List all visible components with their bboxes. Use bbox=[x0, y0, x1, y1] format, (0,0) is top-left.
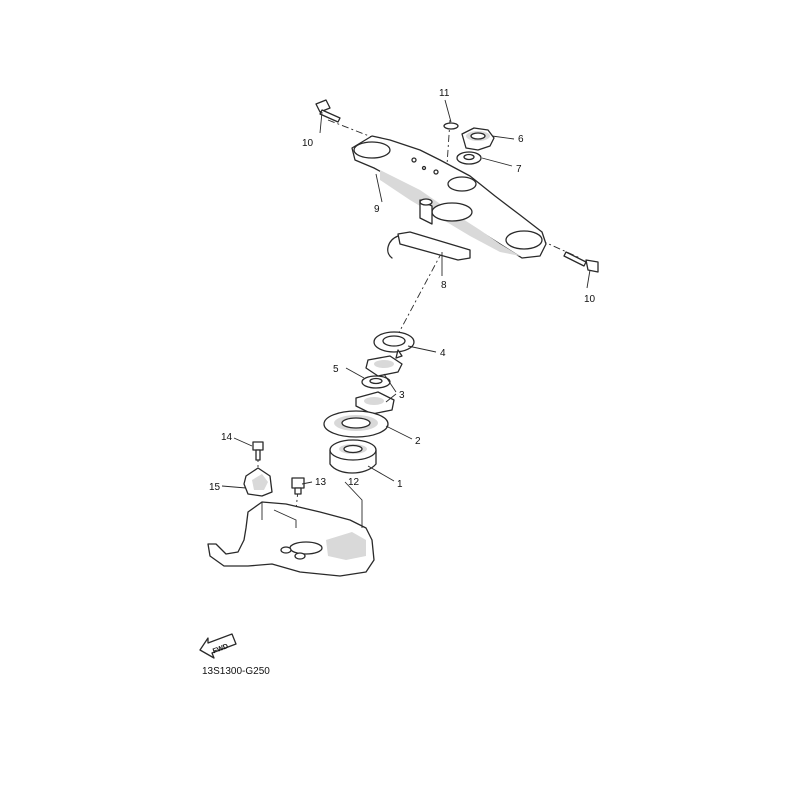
washer-part-7 bbox=[456, 151, 482, 165]
drawing-code: 13S1300-G250 bbox=[202, 666, 270, 677]
callout-13: 13 bbox=[315, 477, 327, 488]
leader-lines bbox=[221, 99, 591, 528]
callout-8: 8 bbox=[441, 280, 447, 291]
callout-12: 12 bbox=[348, 477, 360, 488]
bolt-part-13 bbox=[291, 477, 305, 495]
callout-1: 1 bbox=[397, 479, 403, 490]
callout-2: 2 bbox=[415, 436, 421, 447]
upper-bracket-part-9 bbox=[351, 135, 547, 259]
callout-labels: 1 2 3 4 5 6 7 8 9 10 10 11 12 13 14 15 bbox=[209, 88, 596, 493]
callout-14: 14 bbox=[221, 432, 233, 443]
lower-cover-part-12 bbox=[207, 501, 375, 577]
callout-3: 3 bbox=[399, 390, 405, 401]
callout-11: 11 bbox=[439, 88, 450, 99]
stem-nut-part-6 bbox=[461, 127, 495, 151]
screw-part-14 bbox=[252, 441, 264, 461]
callout-6: 6 bbox=[518, 134, 524, 145]
clip-part-15 bbox=[243, 467, 273, 497]
callout-9: 9 bbox=[374, 204, 380, 215]
bracket-plate-part-8 bbox=[387, 231, 471, 261]
callout-10-left: 10 bbox=[302, 138, 314, 149]
lock-washer-part-4 bbox=[373, 331, 415, 359]
callout-7: 7 bbox=[516, 164, 522, 175]
callout-10-right: 10 bbox=[584, 294, 596, 305]
ring-nut-part-3-lower bbox=[355, 391, 395, 415]
bearing-cover-part-2 bbox=[323, 410, 389, 438]
bolt-part-10-left bbox=[315, 99, 341, 123]
fwd-arrow-icon: FWD bbox=[199, 633, 237, 659]
o-ring-part-11 bbox=[443, 122, 459, 130]
callout-4: 4 bbox=[440, 348, 446, 359]
bearing-part-1 bbox=[329, 439, 377, 474]
callout-15: 15 bbox=[209, 482, 221, 493]
bolt-part-10-right bbox=[563, 251, 599, 273]
callout-5: 5 bbox=[333, 364, 339, 375]
rubber-washer-part-5 bbox=[361, 375, 391, 389]
ring-nut-part-3-upper bbox=[365, 355, 403, 377]
